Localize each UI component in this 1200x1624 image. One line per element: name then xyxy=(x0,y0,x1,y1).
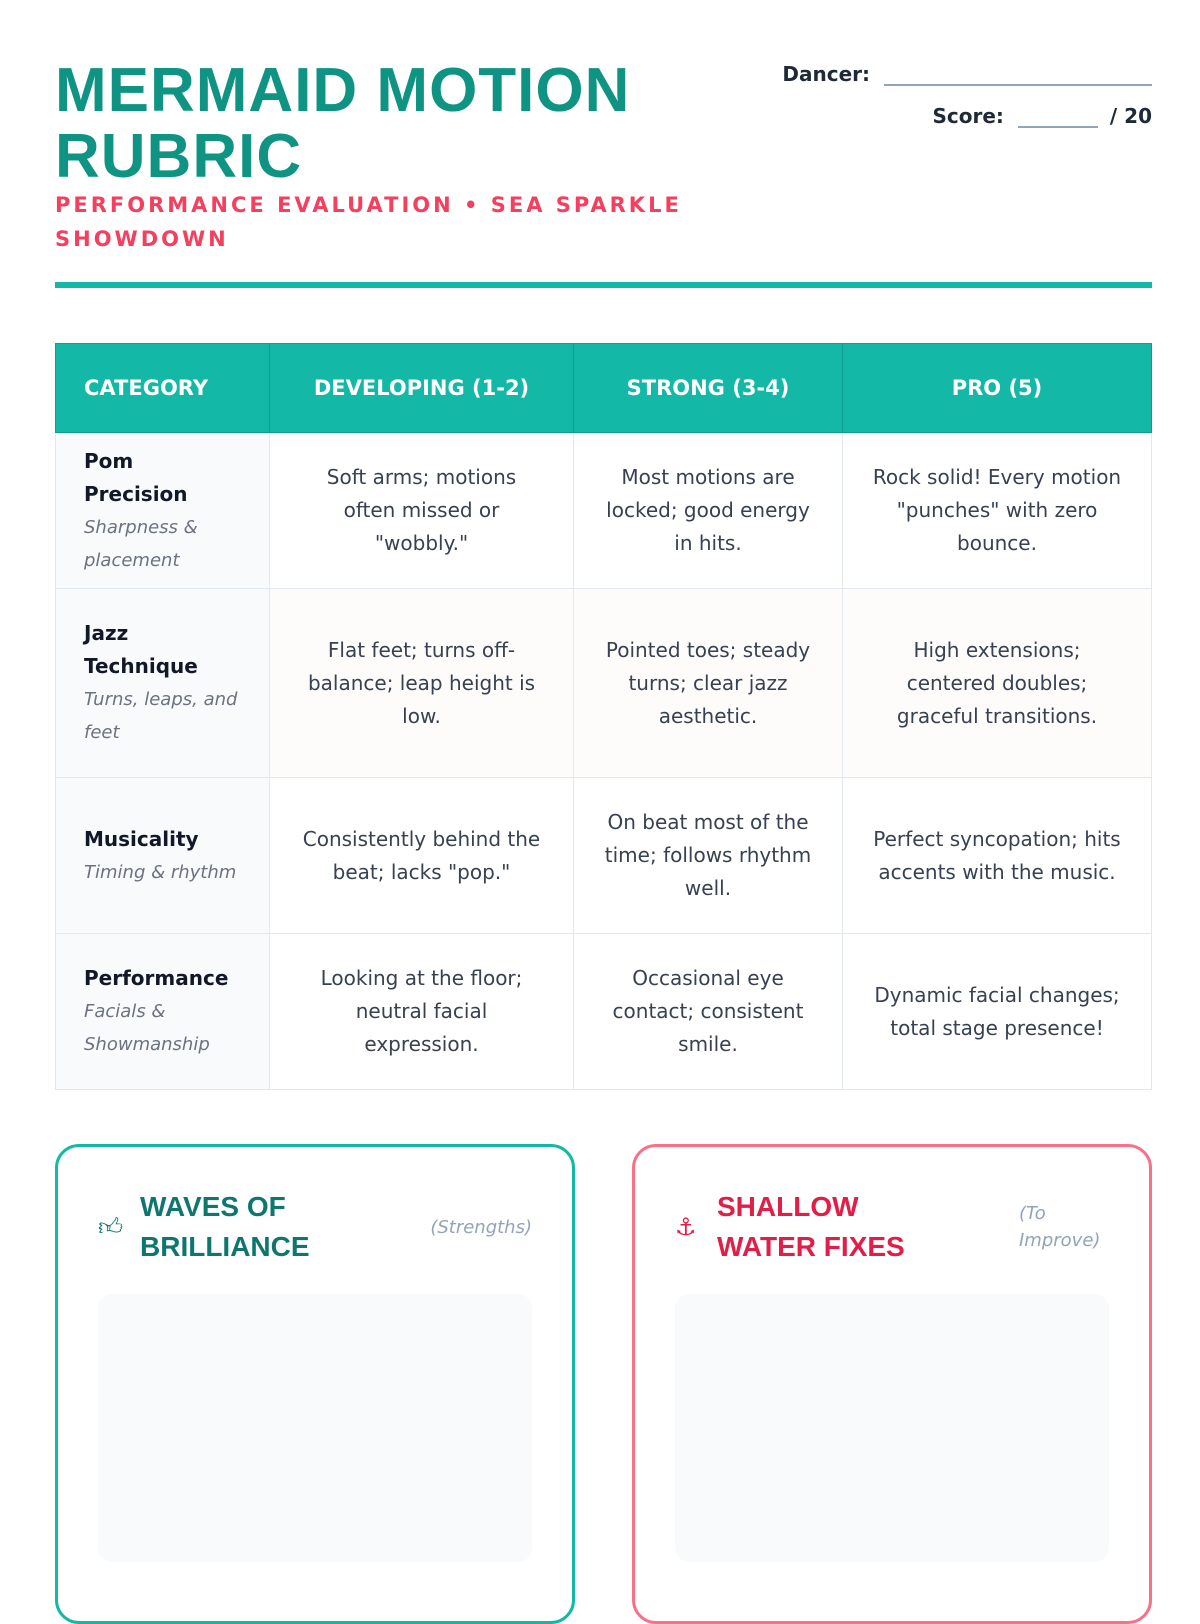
page-subtitle: PERFORMANCE EVALUATION • SEA SPARKLE SHO… xyxy=(55,193,682,251)
fixes-note: (To Improve) xyxy=(1019,1203,1101,1251)
rubric-table: CATEGORY DEVELOPING (1-2) STRONG (3-4) P… xyxy=(55,343,1152,1090)
strengths-note: (Strengths) xyxy=(430,1216,532,1238)
column-header: DEVELOPING (1-2) xyxy=(269,343,574,433)
fixes-box: ⚓︎ SHALLOW WATER FIXES (To Improve) xyxy=(632,1144,1152,1624)
table-cell: Perfect syncopation; hits accents with t… xyxy=(842,777,1152,934)
score-field[interactable] xyxy=(1017,126,1098,128)
category-sub: Sharpness & placement xyxy=(84,516,198,571)
table-cell: Rock solid! Every motion "punches" with … xyxy=(842,432,1152,589)
table-cell: Most motions are locked; good energy in … xyxy=(573,432,843,589)
fixes-notes-area[interactable] xyxy=(675,1294,1109,1562)
table-cell: Looking at the floor; neutral facial exp… xyxy=(269,933,574,1090)
table-cell: Occasional eye contact; consistent smile… xyxy=(573,933,843,1090)
strengths-box: 👍︎ WAVES OF BRILLIANCE (Strengths) xyxy=(55,1144,575,1624)
table-cell: Soft arms; motions often missed or "wobb… xyxy=(269,432,574,589)
category-name: Performance xyxy=(84,966,229,990)
page-title: MERMAID MOTION RUBRIC xyxy=(55,56,631,191)
dancer-name-field[interactable] xyxy=(884,84,1152,86)
score-total: / 20 xyxy=(1109,104,1152,128)
column-header: CATEGORY xyxy=(55,343,270,433)
thumbs-up-icon: 👍︎ xyxy=(98,1212,124,1241)
table-cell: Consistently behind the beat; lacks "pop… xyxy=(269,777,574,934)
table-cell: High extensions; centered doubles; grace… xyxy=(842,588,1152,778)
table-cell: On beat most of the time; follows rhythm… xyxy=(573,777,843,934)
header-divider xyxy=(55,282,1152,288)
category-name: Pom Precision xyxy=(84,448,188,506)
dancer-label: Dancer: xyxy=(782,62,870,86)
score-label: Score: xyxy=(932,104,1004,128)
table-cell: Dynamic facial changes; total stage pres… xyxy=(842,933,1152,1090)
category-sub: Timing & rhythm xyxy=(84,861,237,883)
strengths-title: WAVES OF BRILLIANCE xyxy=(140,1191,310,1262)
fixes-title: SHALLOW WATER FIXES xyxy=(717,1191,905,1262)
table-cell: Flat feet; turns off-balance; leap heigh… xyxy=(269,588,574,778)
category-name: Musicality xyxy=(84,826,199,851)
category-name: Jazz Technique xyxy=(84,621,198,678)
column-header: PRO (5) xyxy=(842,343,1152,433)
strengths-notes-area[interactable] xyxy=(98,1294,532,1562)
anchor-icon: ⚓︎ xyxy=(675,1213,697,1241)
column-header: STRONG (3-4) xyxy=(573,343,843,433)
table-cell: Pointed toes; steady turns; clear jazz a… xyxy=(573,588,843,778)
category-sub: Facials & Showmanship xyxy=(84,1001,210,1055)
category-sub: Turns, leaps, and feet xyxy=(84,689,238,743)
dancer-score-fields: Dancer: Score: / 20 xyxy=(772,54,1152,138)
